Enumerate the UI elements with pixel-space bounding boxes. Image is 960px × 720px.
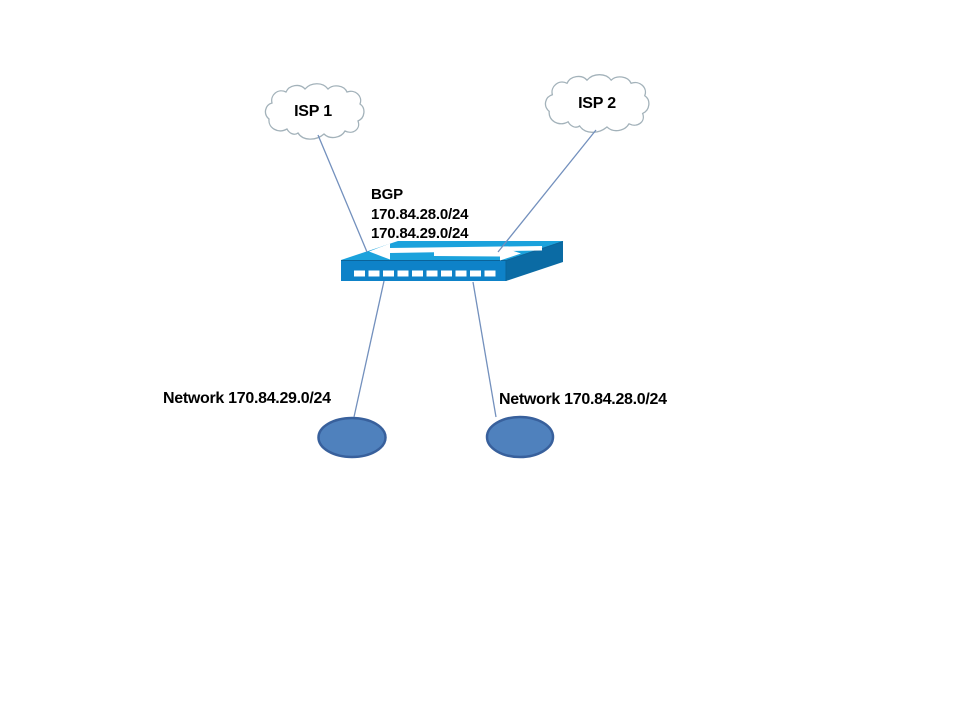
network-ellipse-left bbox=[317, 416, 387, 459]
isp1-label: ISP 1 bbox=[294, 103, 332, 120]
right-arrow-icon bbox=[434, 246, 521, 261]
switch-ports bbox=[354, 270, 496, 277]
bgp-annotation-line2: 170.84.28.0/24 bbox=[371, 205, 469, 223]
bgp-annotation-line3: 170.84.29.0/24 bbox=[371, 225, 469, 242]
network-left-label: Network 170.84.29.0/24 bbox=[163, 390, 331, 407]
connector-switch-network-left bbox=[353, 280, 385, 418]
connectors bbox=[317, 129, 597, 418]
network-right-label: Network 170.84.28.0/24 bbox=[499, 391, 667, 408]
switch-icon bbox=[341, 241, 564, 281]
isp1-cloud-shape bbox=[265, 84, 363, 139]
bgp-annotation-line1: BGP bbox=[371, 186, 403, 203]
switch-face-edges bbox=[341, 241, 564, 281]
connector-isp2-switch bbox=[497, 129, 597, 253]
connector-isp1-switch bbox=[317, 134, 368, 253]
switch-side-face bbox=[506, 241, 563, 281]
switch-front-face bbox=[341, 260, 506, 281]
connector-switch-network-right bbox=[472, 281, 497, 418]
switch-arrows-icon bbox=[369, 243, 542, 261]
network-ellipse-right bbox=[485, 415, 555, 459]
isp2-cloud-shape bbox=[545, 75, 648, 133]
bgp-annotation: BGP 170.84.28.0/24 170.84.29.0/24 bbox=[371, 185, 468, 244]
isp2-label: ISP 2 bbox=[578, 95, 616, 112]
